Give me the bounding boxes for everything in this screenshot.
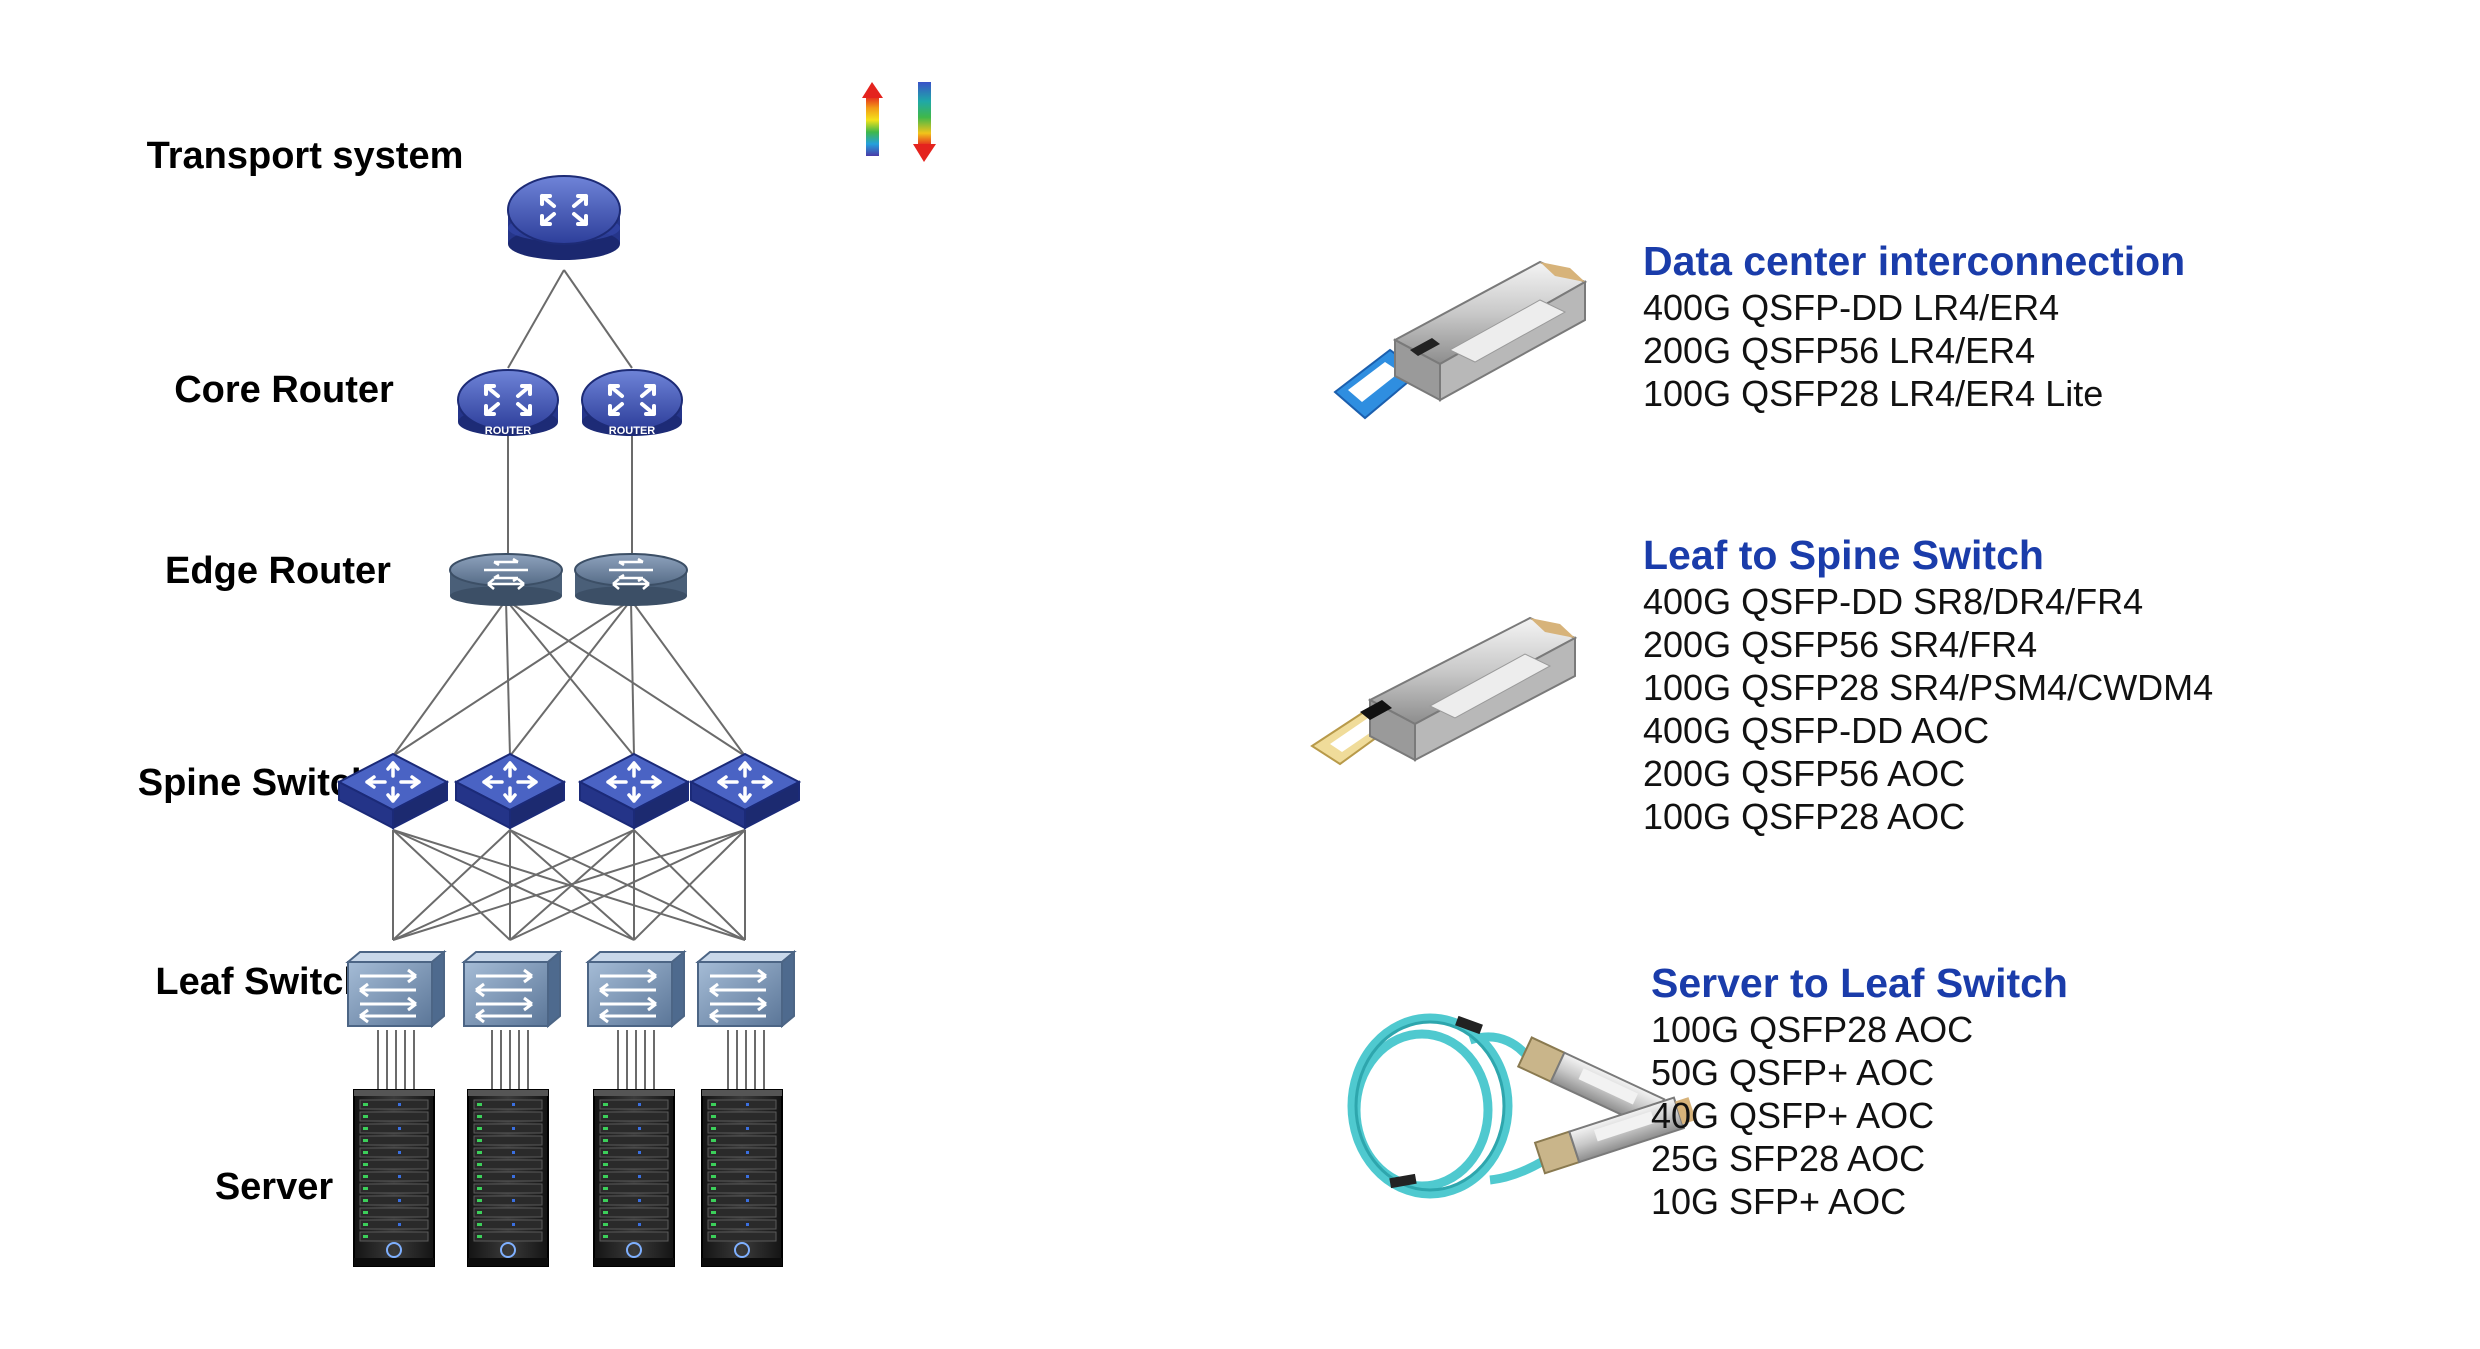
module-item: 100G QSFP28 AOC [1651,1009,1974,1050]
leaf-switch-icon [586,950,686,1028]
edge-router-icon [448,552,564,608]
section-leaf-spine: Leaf to Spine Switch 400G QSFP-DD SR8/DR… [1643,532,2213,838]
module-item: 100G QSFP28 AOC [1643,796,1966,837]
active-optical-cable-image [1347,1013,1696,1199]
module-item: 10G SFP+ AOC [1651,1181,1907,1222]
server-rack-icon [467,1089,549,1267]
leaf-switch-icon [462,950,562,1028]
module-item: 100G QSFP28 SR4/PSM4/CWDM4 [1643,667,2214,708]
module-item: 25G SFP28 AOC [1651,1138,1926,1179]
network-links [377,269,765,1092]
module-item: 200G QSFP56 SR4/FR4 [1643,624,2038,665]
tier-label-core: Core Router [174,369,394,411]
module-item: 200G QSFP56 AOC [1643,753,1966,794]
module-item: 400G QSFP-DD AOC [1643,710,1990,751]
section-title: Leaf to Spine Switch [1643,532,2044,578]
module-item: 400G QSFP-DD SR8/DR4/FR4 [1643,581,2144,622]
router-badge: ROUTER [485,425,532,437]
tier-label-transport: Transport system [147,135,464,177]
spine-switch-icon [578,752,690,830]
qsfp-dd-transceiver-blue-image [1333,260,1588,420]
leaf-switch-icon [346,950,446,1028]
module-item: 400G QSFP-DD LR4/ER4 [1643,287,2060,328]
core-router-icon: ROUTER [582,370,682,437]
section-title: Server to Leaf Switch [1651,960,2068,1006]
tier-label-edge: Edge Router [165,550,391,592]
qsfp-transceiver-beige-image [1310,616,1578,766]
module-item: 200G QSFP56 LR4/ER4 [1643,330,2036,371]
tier-label-server: Server [215,1166,334,1208]
server-rack-icon [593,1089,675,1267]
core-router-icon: ROUTER [458,370,558,437]
tier-label-leaf: Leaf Switch [155,961,366,1003]
section-server-leaf: Server to Leaf Switch 100G QSFP28 AOC 50… [1651,960,2068,1223]
section-dci: Data center interconnection 400G QSFP-DD… [1643,238,2185,415]
leaf-switch-icon [696,950,796,1028]
transport-router-icon [507,175,621,260]
module-item: 40G QSFP+ AOC [1651,1095,1935,1136]
router-badge: ROUTER [609,425,656,437]
spine-switch-icon [689,752,801,830]
server-rack-icon [353,1089,435,1267]
wavelength-arrows-icon [862,82,936,162]
edge-router-icon [573,552,689,608]
tier-label-spine: Spine Switch [138,762,374,804]
module-item: 50G QSFP+ AOC [1651,1052,1935,1093]
section-title: Data center interconnection [1643,238,2186,284]
server-rack-icon [701,1089,783,1267]
module-item: 100G QSFP28 LR4/ER4 Lite [1643,373,2104,414]
spine-switch-icon [454,752,566,830]
